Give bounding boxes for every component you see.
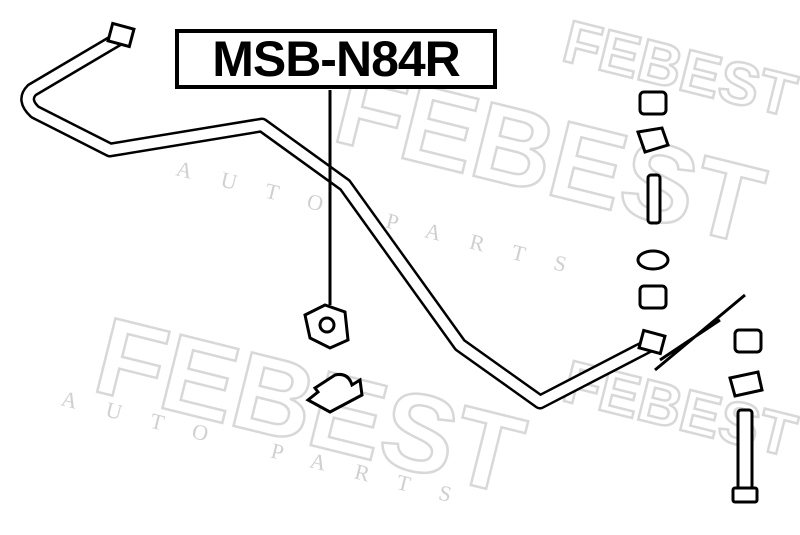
link-kit-right xyxy=(654,293,764,504)
link-kit-left xyxy=(635,90,670,310)
part-number-label: MSB-N84R xyxy=(175,29,497,89)
stabilizer-bar xyxy=(20,30,658,410)
bar-end-bushing xyxy=(106,21,667,356)
stabilizer-bushing xyxy=(303,303,350,350)
bushing-bracket xyxy=(305,373,364,414)
